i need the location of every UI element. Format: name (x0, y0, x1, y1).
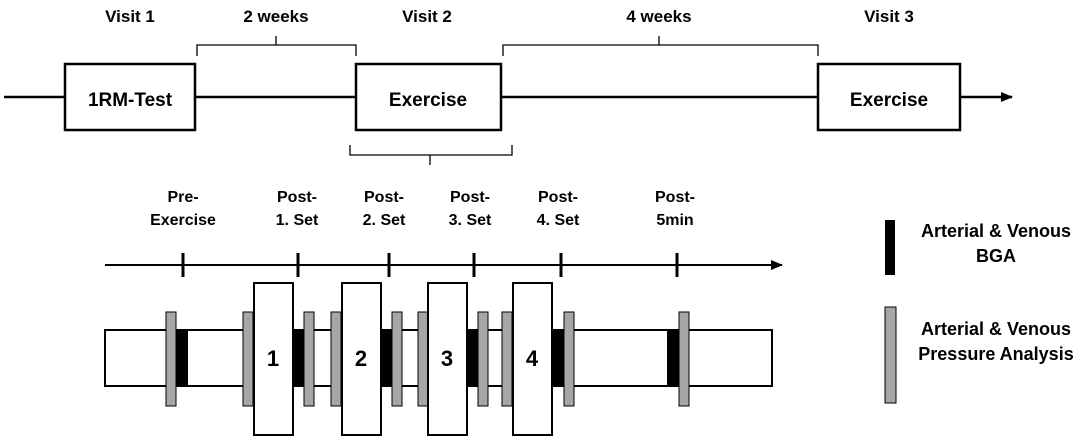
legend-bga-line1: Arterial & Venous (921, 221, 1071, 241)
timepoint-post-set-3-line1: Post- (450, 189, 490, 206)
pressure-marker-post-set-1 (303, 311, 315, 407)
timepoint-pre-exercise-line1: Pre- (167, 189, 198, 206)
session-bar-group: 1 2 3 4 (104, 282, 773, 436)
set-box-3 (427, 282, 468, 436)
pressure-marker-post-5min (678, 311, 690, 407)
legend-pressure-swatch (884, 306, 897, 404)
bga-marker-post-set-3 (467, 330, 478, 386)
pressure-marker-post-set-2 (391, 311, 403, 407)
pressure-marker-before-set-1 (242, 311, 254, 407)
timepoint-post-set-2-line1: Post- (364, 189, 404, 206)
box-exercise-visit-3-label: Exercise (850, 90, 928, 111)
timepoint-post-5min-line1: Post- (655, 189, 695, 206)
box-exercise-visit-3 (816, 62, 962, 132)
bga-marker-post-set-4 (553, 330, 564, 386)
set-label-3: 3 (441, 346, 453, 371)
bga-marker-post-5min (667, 330, 679, 386)
timepoint-post-set-1-line1: Post- (277, 189, 317, 206)
pressure-marker-before-set-4 (501, 311, 513, 407)
legend: Arterial & Venous BGA Arterial & Venous … (884, 220, 1074, 404)
expansion-brace (349, 145, 513, 165)
timepoint-post-set-1-line2: 1. Set (276, 212, 319, 229)
legend-bga-line2: BGA (976, 246, 1016, 266)
timepoint-post-set-4-line2: 4. Set (537, 212, 580, 229)
protocol-timeline (105, 253, 783, 277)
bga-marker-post-set-1 (293, 330, 304, 386)
set-label-4: 4 (526, 346, 539, 371)
set-label-1: 1 (267, 346, 279, 371)
legend-bga-swatch (885, 220, 895, 275)
pressure-marker-before-set-3 (417, 311, 429, 407)
timepoint-post-set-2-line2: 2. Set (363, 212, 406, 229)
visit-2-label: Visit 2 (402, 7, 452, 26)
visit-1-label: Visit 1 (105, 7, 155, 26)
box-1rm-test (63, 62, 197, 132)
interval-4-weeks-label: 4 weeks (626, 7, 691, 26)
pressure-marker-pre-exercise (165, 311, 177, 407)
box-exercise-visit-2-label: Exercise (389, 90, 467, 111)
bga-marker-post-set-2 (381, 330, 392, 386)
interval-4-weeks-brace (502, 36, 819, 56)
pressure-marker-post-set-3 (477, 311, 489, 407)
set-label-2: 2 (355, 346, 367, 371)
timepoint-post-set-3-line2: 3. Set (449, 212, 492, 229)
timepoint-post-5min-line2: 5min (656, 212, 693, 229)
pressure-marker-post-set-4 (563, 311, 575, 407)
set-box-2 (341, 282, 382, 436)
timepoint-labels: Pre- Exercise Post- 1. Set Post- 2. Set … (150, 189, 695, 229)
box-exercise-visit-2 (354, 62, 503, 132)
interval-2-weeks-label: 2 weeks (243, 7, 308, 26)
timepoint-post-set-4-line1: Post- (538, 189, 578, 206)
legend-pressure-line2: Pressure Analysis (918, 344, 1073, 364)
timepoint-pre-exercise-line2: Exercise (150, 212, 216, 229)
visit-3-label: Visit 3 (864, 7, 914, 26)
box-1rm-test-label: 1RM-Test (88, 90, 173, 111)
bga-marker-pre-exercise (176, 330, 188, 386)
interval-2-weeks-brace (196, 36, 357, 56)
pressure-marker-before-set-2 (330, 311, 342, 407)
set-box-1 (253, 282, 294, 436)
legend-pressure-line1: Arterial & Venous (921, 319, 1071, 339)
set-box-4 (512, 282, 553, 436)
study-timeline: Visit 1 Visit 2 Visit 3 2 weeks 4 weeks … (4, 7, 1013, 165)
